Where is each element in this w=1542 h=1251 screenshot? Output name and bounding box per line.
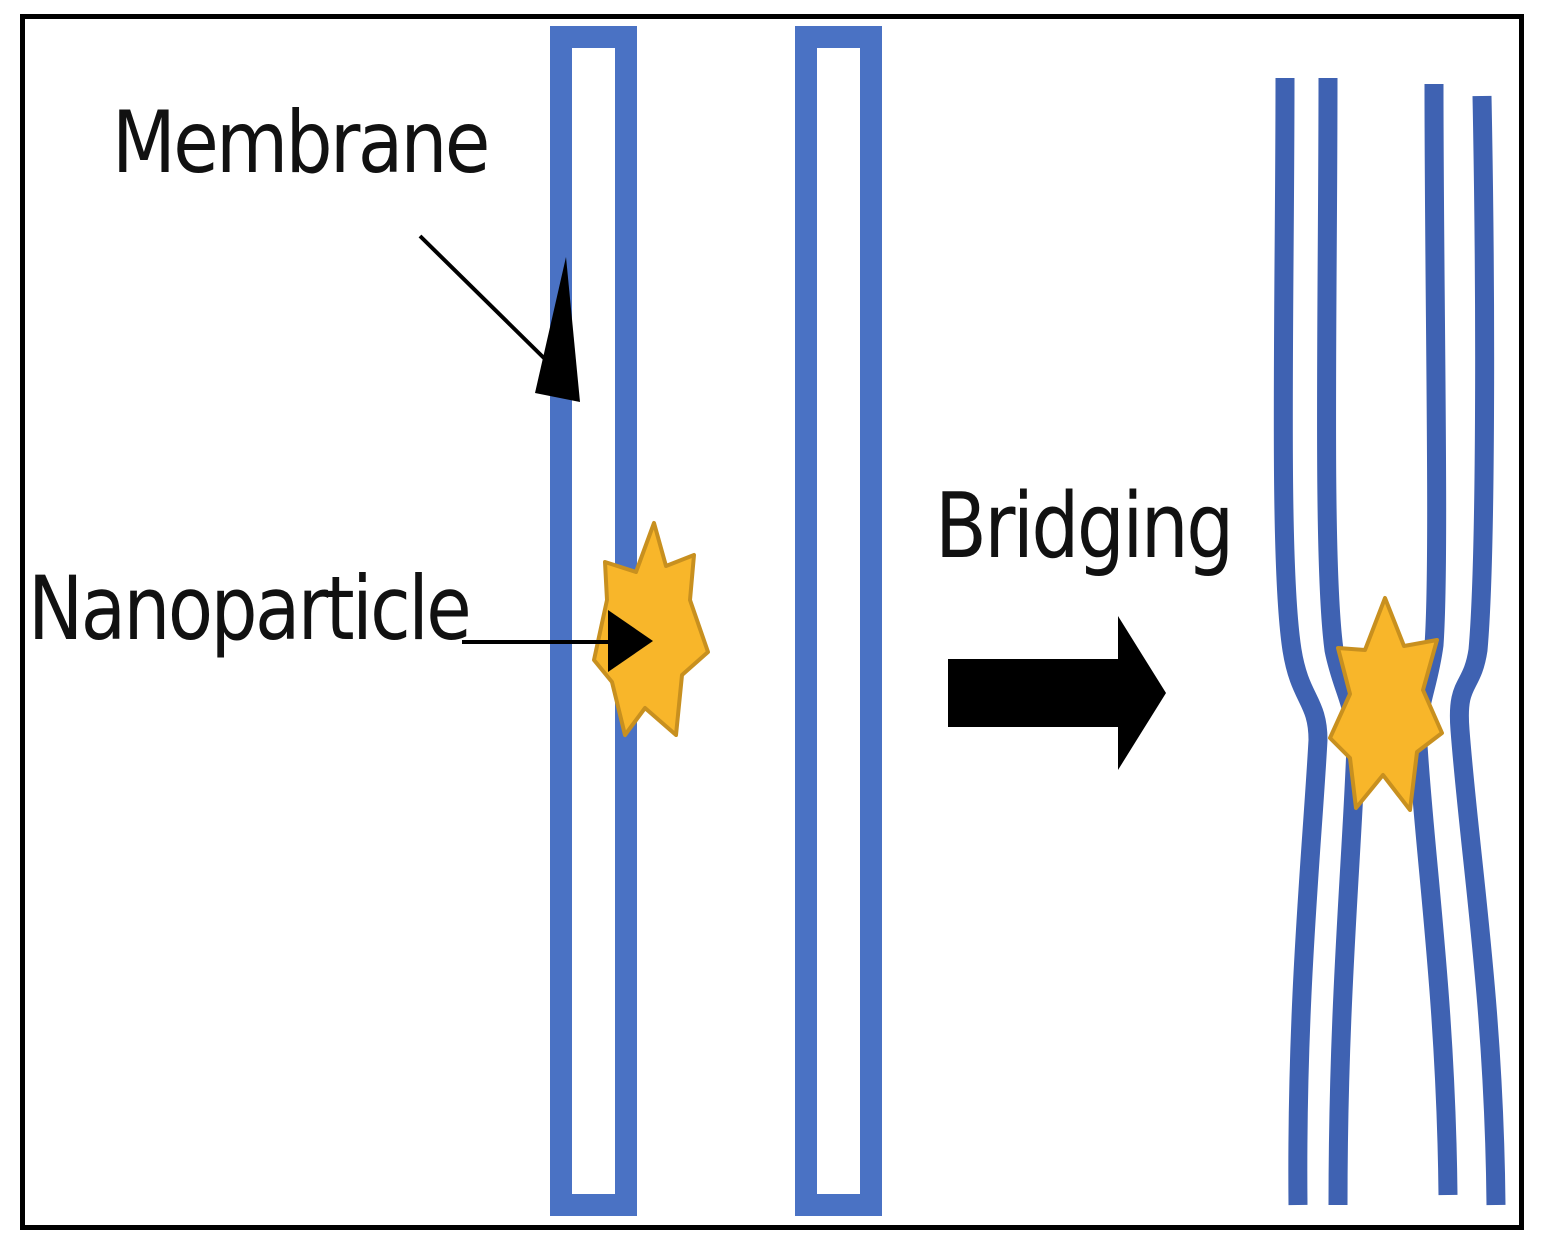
figure-frame	[20, 14, 1524, 1230]
nanoparticle-left	[592, 521, 710, 737]
nanoparticle-bridged	[1328, 596, 1444, 812]
bridged-line-4	[1449, 95, 1506, 1206]
bridged-line-2	[1317, 77, 1366, 1206]
nanoparticle-pointer-head	[608, 610, 653, 672]
membrane-pointer-head	[535, 257, 580, 402]
membrane-label: Membrane	[112, 93, 490, 193]
membrane-right	[795, 26, 882, 1216]
membrane-pointer-line	[418, 234, 550, 364]
process-arrow	[948, 616, 1166, 770]
nanoparticle-label: Nanoparticle	[28, 557, 472, 660]
bridged-line-1	[1273, 77, 1328, 1206]
bridging-label: Bridging	[935, 474, 1234, 579]
